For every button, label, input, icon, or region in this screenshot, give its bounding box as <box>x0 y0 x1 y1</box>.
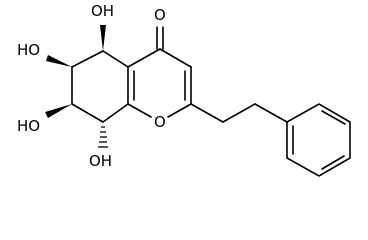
wedge-c6-ho <box>46 55 72 67</box>
bond-c5-c4a <box>102 50 129 68</box>
wedge-c7-ho <box>45 104 72 118</box>
bond-c4-c3 <box>159 48 192 68</box>
wedge-c5-oh <box>100 25 106 51</box>
label-oh-c8: OH <box>89 152 112 170</box>
molecule-structure: OH HO HO OH O O <box>17 2 351 177</box>
bond-c5-c6 <box>71 50 104 68</box>
bond-c2-o1 <box>167 103 192 118</box>
label-ring-o: O <box>154 113 166 131</box>
label-ho-c7: HO <box>17 117 40 135</box>
bond-o1-c8a <box>127 103 152 118</box>
phenyl-double-1 <box>321 110 346 125</box>
bond-ch2a-ch2b <box>222 103 256 123</box>
bond-c8-c8a <box>102 103 129 123</box>
bond-ch2b-phenyl <box>254 103 288 123</box>
phenyl-double-2 <box>321 155 345 170</box>
label-oh-c5: OH <box>91 2 114 20</box>
label-ho-c6: HO <box>17 41 40 59</box>
bond-c7-c8 <box>71 103 104 123</box>
bond-c4a-c4 <box>127 48 161 68</box>
hash-c8-oh <box>98 126 108 148</box>
bond-c2-ch2a <box>190 103 224 123</box>
phenyl-ring <box>286 103 351 177</box>
stereo-bonds <box>45 25 108 148</box>
carbon-skeleton <box>71 26 351 177</box>
label-ketone-o: O <box>154 6 166 24</box>
